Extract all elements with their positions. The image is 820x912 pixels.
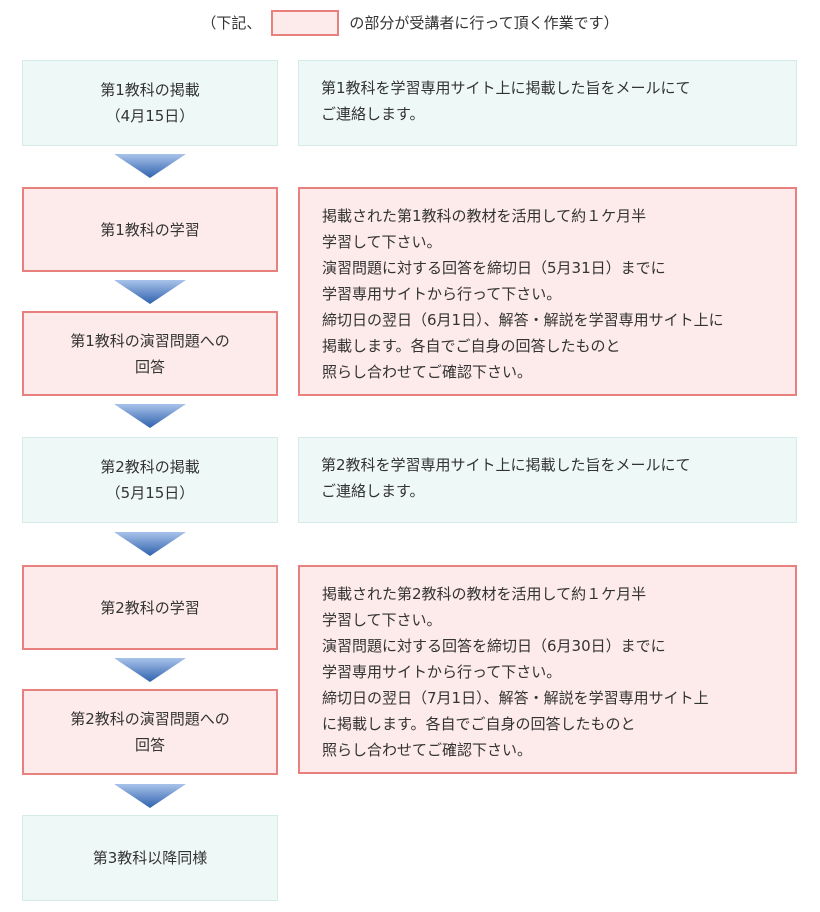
down-arrow-icon [114, 532, 186, 556]
step-6-answer: 第2教科の演習問題への 回答 [22, 689, 278, 775]
step-line: 第3教科以降同様 [92, 849, 208, 867]
step-1-publish: 第1教科の掲載 （4月15日） [22, 60, 278, 146]
down-arrow-icon [114, 404, 186, 428]
step-line: （4月15日） [105, 107, 195, 125]
note-line: 掲載します。各自でご自身の回答したものと [322, 337, 621, 355]
step-line: （5月15日） [105, 484, 195, 502]
step-line: 第1教科の掲載 [100, 81, 200, 99]
note-line: に掲載します。各自でご自身の回答したものと [322, 715, 636, 733]
note-line: 学習して下さい。 [322, 611, 442, 629]
note-line: ご連絡します。 [321, 105, 425, 123]
note-4-study-instructions: 掲載された第2教科の教材を活用して約１ケ月半 学習して下さい。 演習問題に対する… [298, 565, 797, 774]
note-line: 締切日の翌日（7月1日）、解答・解説を学習専用サイト上 [322, 689, 709, 707]
legend: （下記、 の部分が受講者に行って頂く作業です） [0, 8, 820, 38]
down-arrow-icon [114, 658, 186, 682]
legend-suffix: の部分が受講者に行って頂く作業です） [349, 14, 619, 32]
note-2-study-instructions: 掲載された第1教科の教材を活用して約１ケ月半 学習して下さい。 演習問題に対する… [298, 187, 797, 396]
step-4-publish: 第2教科の掲載 （5月15日） [22, 437, 278, 523]
step-line: 第1教科の学習 [100, 220, 200, 239]
step-line: 第2教科の演習問題への [70, 710, 230, 728]
note-line: 掲載された第1教科の教材を活用して約１ケ月半 [322, 207, 647, 225]
step-2-study: 第1教科の学習 [22, 187, 278, 272]
note-line: 照らし合わせてご確認下さい。 [322, 363, 533, 381]
step-line: 第2教科の学習 [100, 598, 200, 617]
step-3-answer: 第1教科の演習問題への 回答 [22, 311, 278, 396]
note-line: 締切日の翌日（6月1日）、解答・解説を学習専用サイト上に [322, 311, 724, 329]
note-line: 演習問題に対する回答を締切日（5月31日）までに [322, 259, 666, 277]
note-line: 第1教科を学習専用サイト上に掲載した旨をメールにて [321, 79, 691, 97]
step-line: 第1教科の演習問題への [70, 331, 230, 350]
down-arrow-icon [114, 154, 186, 178]
step-line: 第2教科の掲載 [100, 458, 200, 476]
step-line: 回答 [134, 736, 165, 754]
note-line: 学習専用サイトから行って下さい。 [322, 663, 562, 681]
down-arrow-icon [114, 784, 186, 808]
step-line: 回答 [134, 357, 165, 376]
note-line: 学習専用サイトから行って下さい。 [322, 285, 562, 303]
note-line: ご連絡します。 [321, 482, 425, 500]
step-7-remaining: 第3教科以降同様 [22, 815, 278, 901]
note-3-email: 第2教科を学習専用サイト上に掲載した旨をメールにて ご連絡します。 [298, 437, 797, 523]
down-arrow-icon [114, 280, 186, 304]
legend-task-swatch [271, 10, 340, 36]
note-line: 学習して下さい。 [322, 233, 442, 251]
note-line: 演習問題に対する回答を締切日（6月30日）までに [322, 637, 666, 655]
step-5-study: 第2教科の学習 [22, 565, 278, 650]
note-line: 照らし合わせてご確認下さい。 [322, 741, 533, 759]
legend-prefix: （下記、 [201, 14, 262, 32]
note-line: 掲載された第2教科の教材を活用して約１ケ月半 [322, 585, 647, 603]
note-1-email: 第1教科を学習専用サイト上に掲載した旨をメールにて ご連絡します。 [298, 60, 797, 146]
note-line: 第2教科を学習専用サイト上に掲載した旨をメールにて [321, 456, 691, 474]
